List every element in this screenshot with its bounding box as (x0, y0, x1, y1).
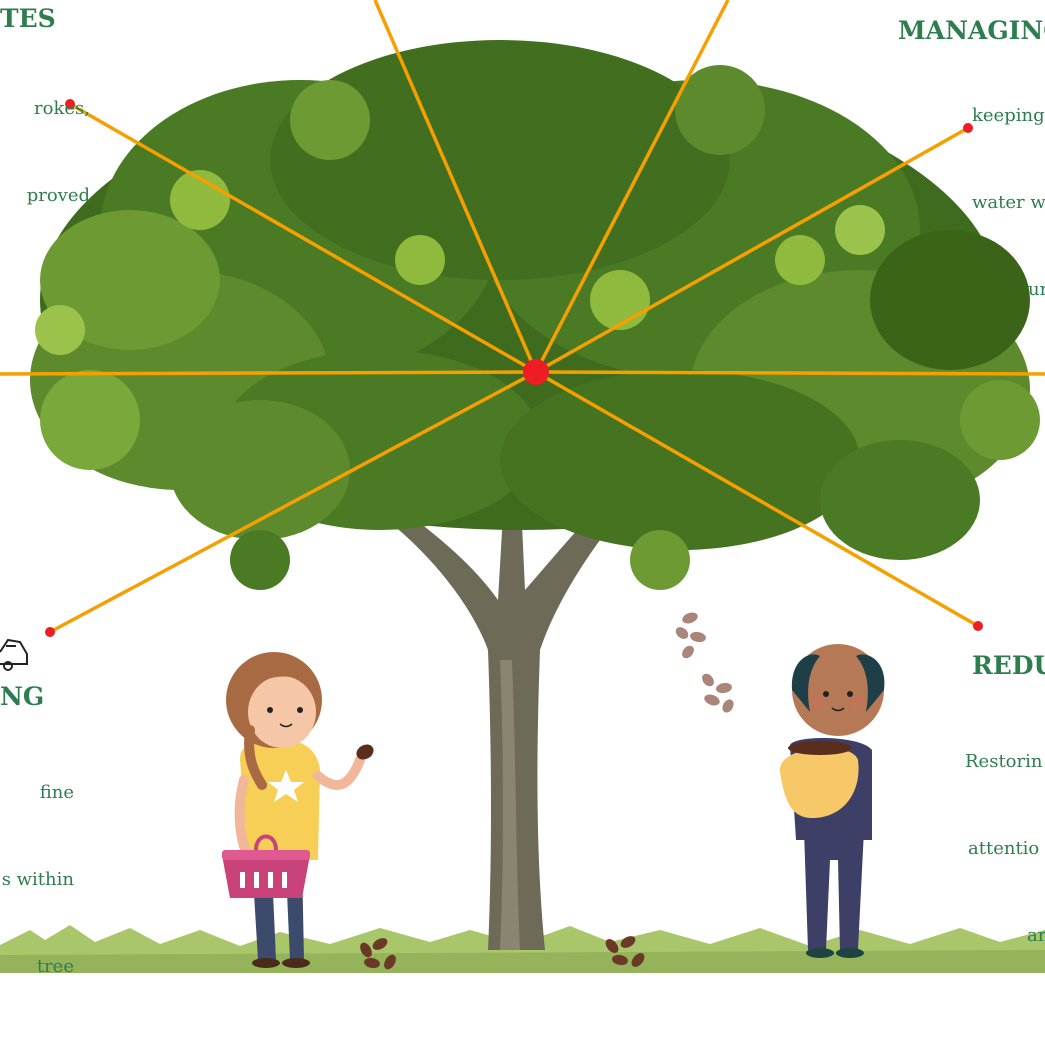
label-line: proved (26, 185, 90, 206)
label-top-left-title: TES (0, 4, 56, 33)
ground-seeds (360, 936, 645, 970)
label-top-right-body: keeping water w ur (972, 43, 1045, 362)
girl-figure (222, 652, 374, 968)
label-line: water w (972, 192, 1045, 213)
label-bottom-right-title: REDU (972, 651, 1045, 680)
endpoint-dot-top-left (65, 99, 75, 109)
label-bottom-left-title: NG (0, 682, 45, 711)
endpoint-dot-top-right (963, 123, 973, 133)
label-top-left-body: rokes, proved (0, 36, 90, 268)
infographic-scene: TES rokes, proved MANAGING keeping water… (0, 0, 1045, 977)
label-line: tree (36, 956, 74, 977)
label-top-right-title: MANAGING (898, 16, 1045, 45)
label-bottom-right-body: Restorin attentio an (965, 689, 1045, 1008)
trunk-highlight (500, 660, 520, 950)
tree-illustration (0, 0, 1045, 973)
label-line: keeping (972, 105, 1045, 126)
falling-seeds (675, 612, 734, 713)
label-line: fine (39, 782, 74, 803)
label-line: Restorin (965, 751, 1043, 772)
radial-lines (0, 0, 1045, 634)
tree-canopy (30, 40, 1040, 590)
label-line: attentio (968, 838, 1040, 859)
label-bottom-left-body: fine s within tree (0, 720, 74, 1039)
label-line: an (1027, 925, 1045, 946)
man-figure (779, 644, 885, 958)
label-line: rokes, (34, 98, 90, 119)
label-line: ur (1028, 279, 1045, 300)
center-dot (523, 359, 549, 385)
endpoint-dot-bottom-left (45, 627, 55, 637)
label-line: s within (1, 869, 74, 890)
car-icon (0, 638, 28, 671)
endpoint-dot-bottom-right (973, 621, 983, 631)
